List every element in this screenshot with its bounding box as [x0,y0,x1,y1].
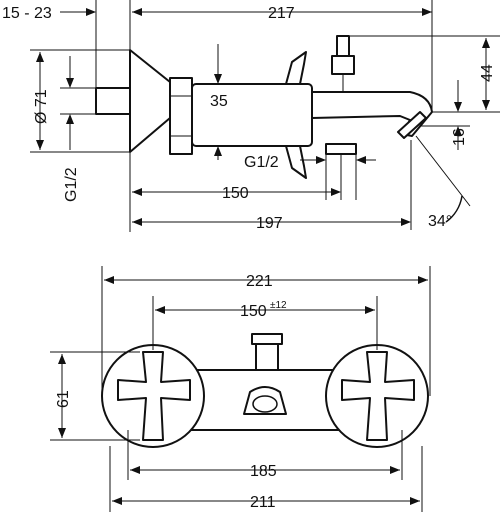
dim-centers-tolerance: ±12 [270,300,287,311]
spout [311,91,433,137]
dim-inner-width-label: 185 [250,463,277,480]
dim-outlet-thread-label: G1/2 [244,154,279,171]
dim-height-label: 61 [55,390,72,408]
right-handle-cross [341,351,415,441]
dim-to-spout-tip-label: 197 [256,215,283,232]
wall-flange [129,49,171,153]
dim-centers-label: 150 [240,303,267,320]
dim-spout-drop-label: 16 [451,128,468,146]
diverter-knob [331,55,355,75]
aerator [397,111,427,139]
dim-overall-width-label: 221 [246,273,273,290]
dim-to-outlet-label: 150 [222,185,249,202]
outlet-connector [325,143,357,155]
left-handle-cross [117,351,191,441]
diverter-cap [336,35,350,57]
front-view: 221 150 ±12 61 185 211 [50,266,431,512]
inlet-pipe [95,87,131,115]
front-diverter-cap [251,333,283,345]
side-view: 15 - 23 217 Ø 71 G1/2 35 [2,0,500,232]
dim-overall-depth-label: 217 [268,5,295,22]
front-outlet [243,386,287,415]
handle-bottom-side [285,145,307,179]
handle-top-side [285,51,307,85]
dim-spout-angle-label: 34° [428,213,452,230]
front-diverter [255,341,279,371]
dim-wall-offset-label: 15 - 23 [2,5,52,22]
dim-body-diameter-label: 35 [210,93,228,110]
union-nut [169,77,193,155]
dim-base-width-label: 211 [250,494,276,511]
dim-top-height-label: 44 [479,64,496,82]
dim-inlet-thread-label: G1/2 [63,167,80,202]
dim-flange-diameter-label: Ø 71 [33,89,50,124]
